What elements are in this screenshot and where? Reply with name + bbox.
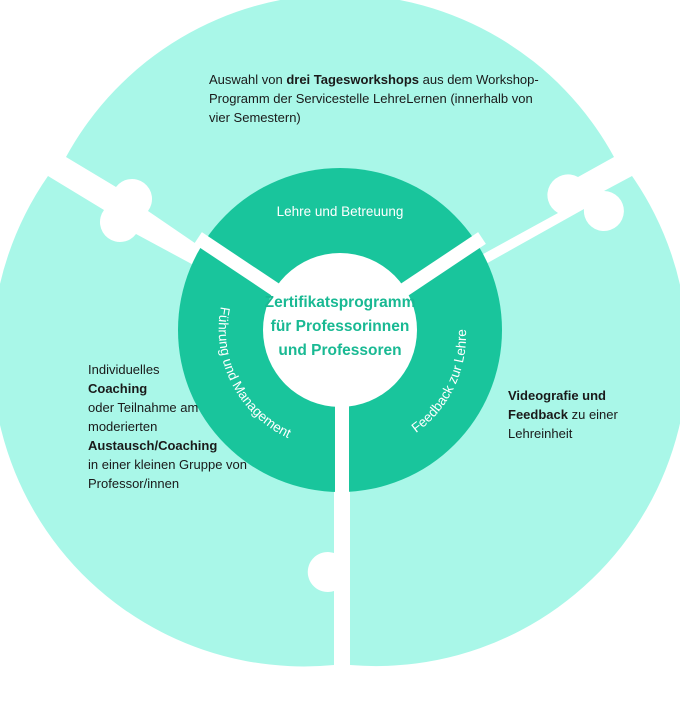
center-title-line2: für Professorinnen (271, 318, 410, 335)
workshops-text-intro: Auswahl von (209, 72, 287, 87)
center-title: Zertifikatsprogramm für Professorinnen u… (265, 294, 416, 359)
coaching-text-1: Individuelles (88, 362, 160, 377)
center-title-line3: und Professoren (278, 342, 401, 359)
coaching-text-bold-1: Coaching (88, 381, 148, 396)
outer-text-workshops: Auswahl von drei Tagesworkshops aus dem … (209, 70, 539, 127)
video-feedback-text-bold: Videografie und Feedback (508, 388, 606, 422)
outer-segment-top (66, 0, 614, 293)
ring-dividers (194, 232, 486, 492)
coaching-text-3: in einer kleinen Gruppe von Professor/in… (88, 457, 247, 491)
ring-label-top: Lehre und Betreuung (277, 204, 404, 219)
coaching-text-2: oder Teilnahme am moderierten (88, 400, 199, 434)
workshops-text-bold: drei Tagesworkshops (286, 72, 420, 87)
video-feedback-text-rest: zu einer Lehreinheit (508, 407, 618, 441)
coaching-text-bold-2: Austausch/Coaching (88, 438, 218, 453)
outer-text-video-feedback: Videografie und Feedback zu einer Lehrei… (508, 386, 648, 443)
divider-right (400, 232, 486, 296)
workshops-text-rest: aus dem Workshop-Programm der Serviceste… (209, 72, 539, 125)
outer-text-coaching: Individuelles Coaching oder Teilnahme am… (88, 360, 248, 493)
center-title-line1: Zertifikatsprogramm (265, 294, 416, 311)
center-circle (263, 253, 417, 407)
divider-left (194, 232, 280, 296)
